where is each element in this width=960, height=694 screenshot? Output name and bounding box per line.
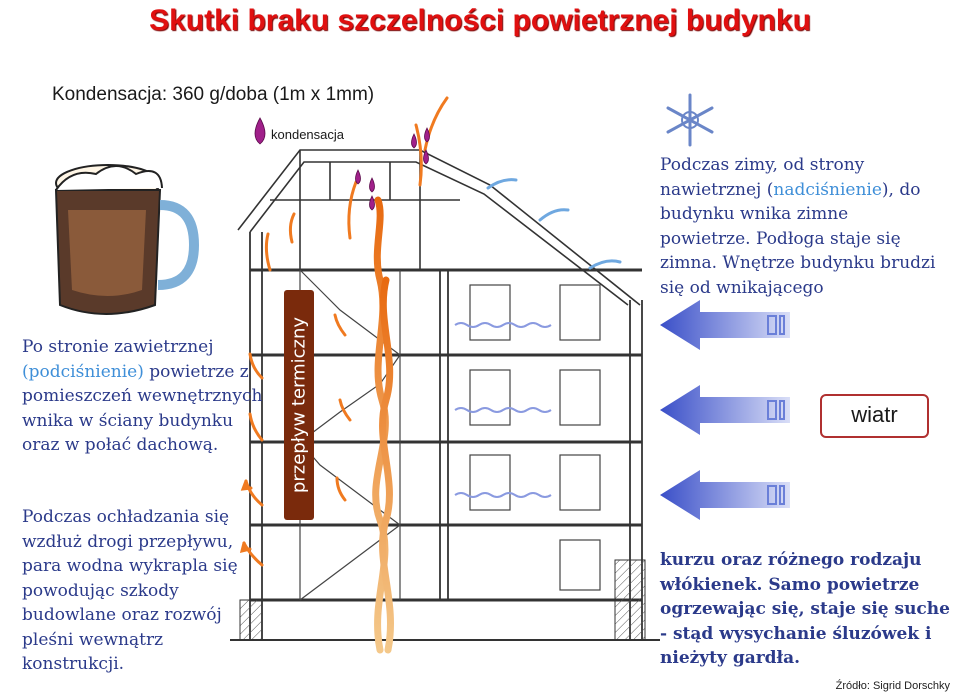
right-paragraph-1: Podczas zimy, od strony nawietrznej (nad… <box>660 155 936 298</box>
wind-arrows <box>660 300 790 520</box>
drops <box>355 127 430 211</box>
left-paragraph-1: Po stronie zawietrznej (podciśnienie) po… <box>22 337 263 455</box>
drop-icon <box>254 117 266 145</box>
thermal-flow-label: przepływ termiczny <box>288 316 310 494</box>
thermal-flow-band: przepływ termiczny <box>284 290 314 520</box>
underpressure-term: (podciśnienie) <box>22 361 144 382</box>
cold-air-lines <box>454 322 552 498</box>
snowflake-icon <box>666 93 714 147</box>
wind-label: wiatr <box>820 394 929 438</box>
escape-arrows <box>486 178 622 270</box>
warm-arrows <box>239 96 449 567</box>
page-title: Skutki braku szczelności powietrznej bud… <box>149 4 811 37</box>
condensation-rate: Kondensacja: 360 g/doba (1m x 1mm) <box>52 84 375 105</box>
left-paragraph-2: Podczas ochładzania się wzdłuż drogi prz… <box>22 507 238 674</box>
overpressure-term: nadciśnienie <box>773 179 882 200</box>
windows <box>469 284 601 591</box>
foundation <box>230 559 660 641</box>
right-paragraph-2: kurzu oraz różnego rodzaju włókienek. Sa… <box>660 550 950 668</box>
roof <box>237 149 641 306</box>
source-credit: Źródło: Sigrid Dorschky <box>835 680 950 692</box>
floors <box>250 268 642 602</box>
thermal-flow <box>372 196 394 654</box>
beer-mug-icon <box>54 164 200 315</box>
legend-label: kondensacja <box>271 127 344 142</box>
